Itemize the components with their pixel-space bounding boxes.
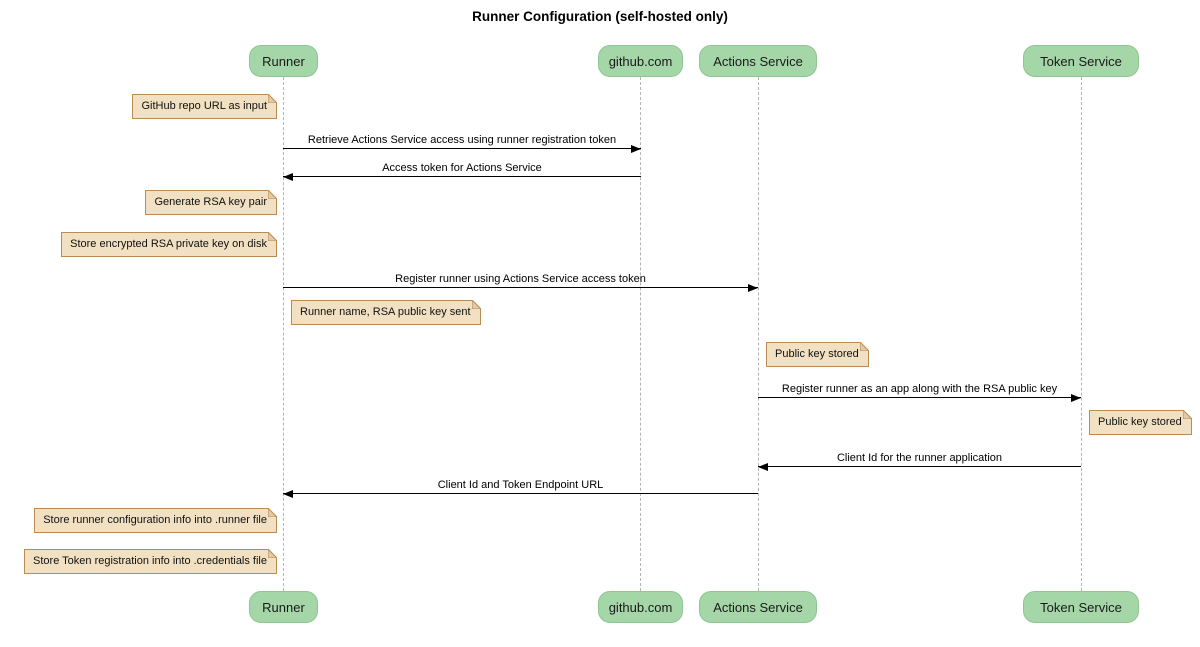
diagram-title: Runner Configuration (self-hosted only) (472, 9, 728, 24)
participant-label: Actions Service (713, 53, 803, 69)
folded-corner-icon (268, 508, 277, 517)
message-label: Access token for Actions Service (382, 162, 542, 174)
message-label: Retrieve Actions Service access using ru… (307, 134, 617, 146)
note-text: Store encrypted RSA private key on disk (70, 238, 267, 250)
folded-corner-icon (268, 94, 277, 103)
note-text: Public key stored (775, 348, 859, 360)
message-label: Client Id for the runner application (836, 452, 1003, 464)
arrowhead-left-icon (283, 173, 293, 181)
participant-github-top: github.com (598, 45, 683, 77)
message-client-id: Client Id for the runner application (758, 452, 1081, 471)
note-text: Generate RSA key pair (154, 196, 267, 208)
note-public-key-stored-actions: Public key stored (766, 342, 869, 367)
lifeline-token-service (1081, 77, 1082, 591)
arrowhead-right-icon (1071, 394, 1081, 402)
message-line (283, 493, 758, 494)
message-register-runner: Register runner using Actions Service ac… (283, 273, 758, 292)
note-text: GitHub repo URL as input (141, 100, 267, 112)
participant-actions-service-bottom: Actions Service (699, 591, 817, 623)
folded-corner-icon (1182, 410, 1192, 419)
participant-label: Runner (262, 53, 305, 69)
participant-token-service-bottom: Token Service (1023, 591, 1139, 623)
message-retrieve-actions-access: Retrieve Actions Service access using ru… (283, 134, 641, 153)
participant-label: Token Service (1040, 599, 1122, 615)
note-store-private-key: Store encrypted RSA private key on disk (61, 232, 277, 257)
note-store-credentials-file: Store Token registration info into .cred… (24, 549, 277, 574)
message-line (283, 176, 641, 177)
arrowhead-right-icon (748, 284, 758, 292)
note-text: Store Token registration info into .cred… (33, 555, 267, 567)
participant-actions-service-top: Actions Service (699, 45, 817, 77)
note-text: Public key stored (1098, 416, 1182, 428)
participant-runner-bottom: Runner (249, 591, 318, 623)
lifeline-actions-service (758, 77, 759, 591)
note-store-runner-file: Store runner configuration info into .ru… (34, 508, 277, 533)
message-line (758, 397, 1081, 398)
note-text: Store runner configuration info into .ru… (43, 514, 267, 526)
note-public-key-stored-token: Public key stored (1089, 410, 1192, 435)
folded-corner-icon (471, 300, 481, 309)
message-register-runner-app: Register runner as an app along with the… (758, 383, 1081, 402)
folded-corner-icon (268, 232, 277, 241)
note-github-repo-url: GitHub repo URL as input (132, 94, 277, 119)
message-line (283, 287, 758, 288)
participant-label: Actions Service (713, 599, 803, 615)
participant-label: github.com (608, 53, 673, 69)
folded-corner-icon (268, 190, 277, 199)
message-line (758, 466, 1081, 467)
message-label: Register runner as an app along with the… (781, 383, 1058, 395)
message-client-id-endpoint: Client Id and Token Endpoint URL (283, 479, 758, 498)
message-access-token: Access token for Actions Service (283, 162, 641, 181)
participant-runner-top: Runner (249, 45, 318, 77)
arrowhead-left-icon (283, 490, 293, 498)
message-label: Client Id and Token Endpoint URL (437, 479, 604, 491)
note-text: Runner name, RSA public key sent (300, 306, 471, 318)
folded-corner-icon (859, 342, 869, 351)
note-runner-name-sent: Runner name, RSA public key sent (291, 300, 481, 325)
message-line (283, 148, 641, 149)
arrowhead-right-icon (631, 145, 641, 153)
folded-corner-icon (268, 549, 277, 558)
note-generate-rsa: Generate RSA key pair (145, 190, 277, 215)
participant-label: Token Service (1040, 53, 1122, 69)
lifeline-runner (283, 77, 284, 591)
message-label: Register runner using Actions Service ac… (395, 273, 646, 285)
participant-token-service-top: Token Service (1023, 45, 1139, 77)
participant-github-bottom: github.com (598, 591, 683, 623)
participant-label: Runner (262, 599, 305, 615)
lifeline-github (640, 77, 641, 591)
arrowhead-left-icon (758, 463, 768, 471)
participant-label: github.com (608, 599, 673, 615)
